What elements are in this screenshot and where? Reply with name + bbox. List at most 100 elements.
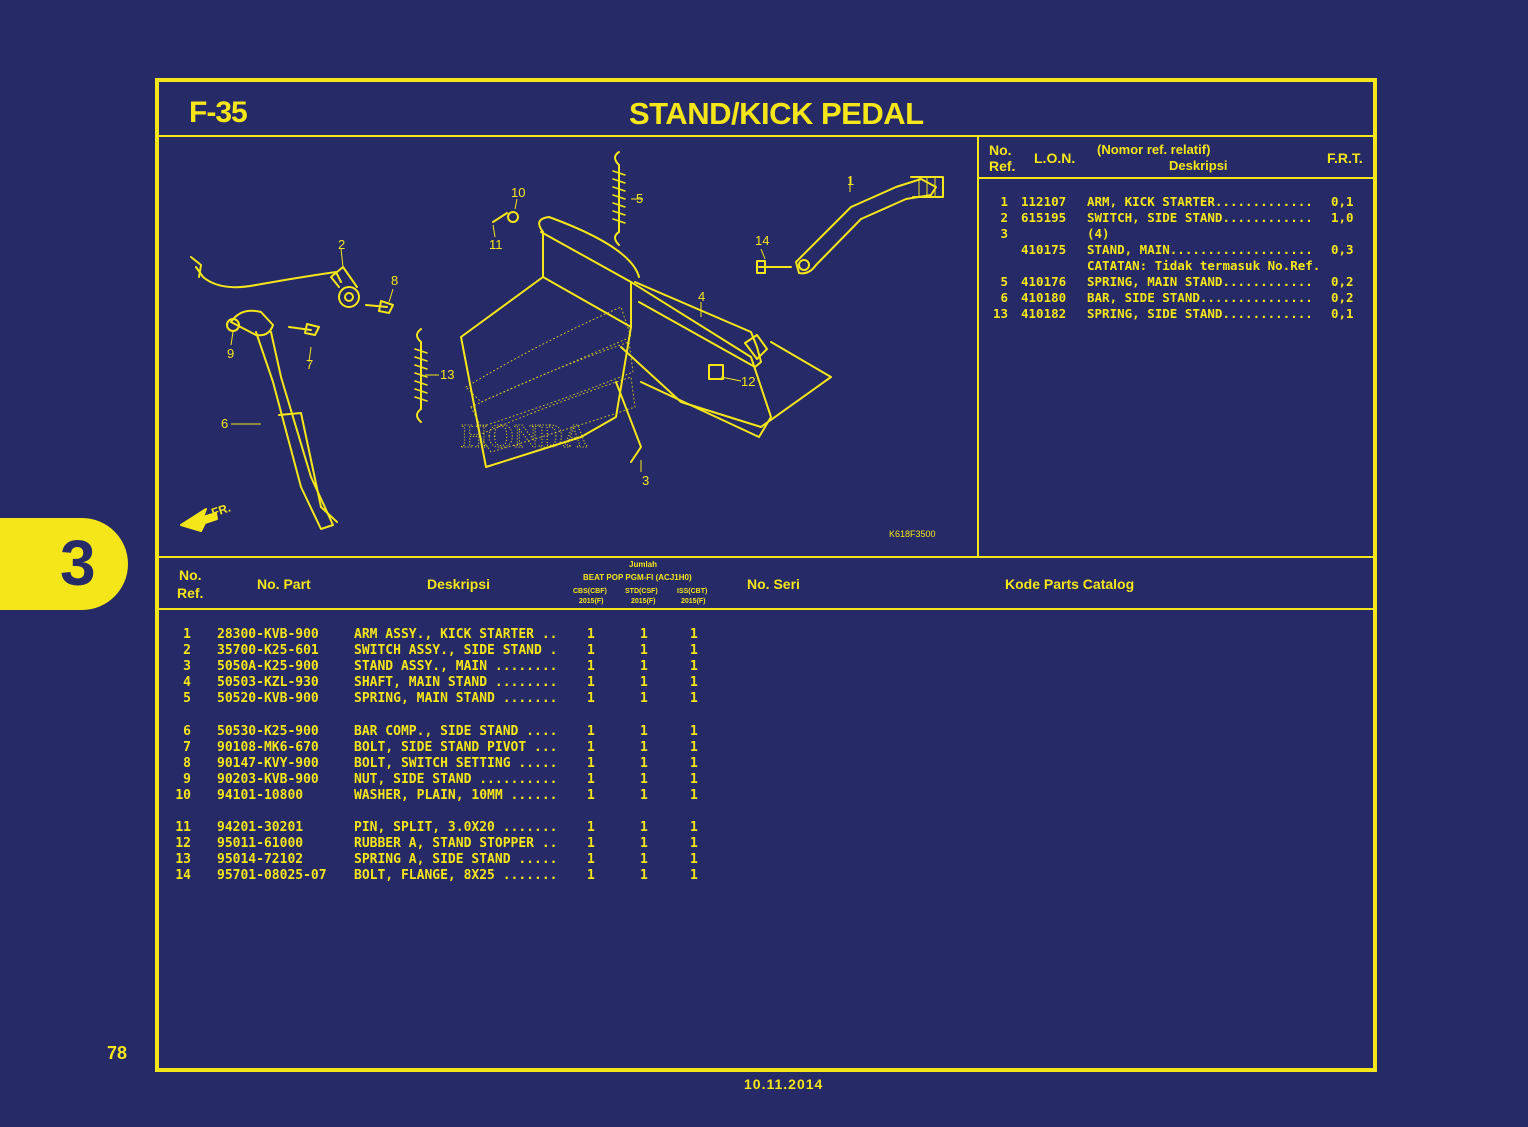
parts-deskripsi-header: Deskripsi xyxy=(427,576,491,592)
parts-row-qty-iss: 1 xyxy=(690,739,698,755)
divider xyxy=(159,135,1373,137)
kick-starter-arm xyxy=(795,178,937,275)
parts-row-desc: RUBBER A, STAND STOPPER .. xyxy=(354,836,558,852)
callout-9: 9 xyxy=(227,346,234,361)
ref-row-frt: 0,1 xyxy=(1331,306,1354,321)
parts-row-ref: 3 xyxy=(183,659,191,675)
frt-header: F.R.T. xyxy=(1327,150,1363,166)
parts-row-qty-iss: 1 xyxy=(690,643,698,659)
ref-row-desc: SPRING, SIDE STAND............ xyxy=(1087,306,1313,321)
callout-3: 3 xyxy=(642,473,649,488)
parts-row-part-number: 50520-KVB-900 xyxy=(217,691,319,707)
parts-row-part-number: 95701-08025-07 xyxy=(217,868,327,884)
parts-row-ref: 6 xyxy=(183,723,191,739)
model-header: BEAT POP PGM-FI (ACJ1H0) xyxy=(583,573,692,582)
parts-row-qty-cbs: 1 xyxy=(587,787,595,803)
parts-row-desc: STAND ASSY., MAIN ........ xyxy=(354,659,558,675)
deskripsi-header: Deskripsi xyxy=(1169,158,1228,173)
exploded-diagram: HONDA FR. K618F3500 1 2 3 4 5 6 7 8 9 10… xyxy=(180,151,944,539)
col-iss-b: 2015(F) xyxy=(681,598,706,605)
callout-4: 4 xyxy=(698,289,705,304)
col-std-b: 2015(F) xyxy=(631,598,656,605)
parts-row-ref: 7 xyxy=(183,739,191,755)
ref-ref-header: Ref. xyxy=(989,158,1016,174)
parts-row-desc: SPRING, MAIN STAND ....... xyxy=(354,691,558,707)
parts-row-qty-cbs: 1 xyxy=(587,771,595,787)
col-iss-a: ISS(CBT) xyxy=(677,588,708,595)
ref-row-ref: 5 xyxy=(1000,274,1008,289)
ref-row-desc: CATATAN: Tidak termasuk No.Ref. 12 xyxy=(1087,258,1327,273)
ref-no-header: No. xyxy=(989,142,1012,158)
ref-row-frt: 0,2 xyxy=(1331,274,1354,289)
ref-row-frt: 0,1 xyxy=(1331,194,1354,209)
ref-row-ref: 1 xyxy=(1000,194,1008,209)
split-pin xyxy=(492,212,508,223)
ref-row-desc: (4) xyxy=(1087,226,1110,241)
parts-row-desc: BOLT, FLANGE, 8X25 ....... xyxy=(354,868,558,884)
parts-row-qty-iss: 1 xyxy=(690,675,698,691)
callout-2: 2 xyxy=(338,237,345,252)
ref-row-ref: 2 xyxy=(1000,210,1008,225)
parts-row-desc: WASHER, PLAIN, 10MM ...... xyxy=(354,787,558,803)
parts-row-desc: NUT, SIDE STAND .......... xyxy=(354,771,558,787)
ref-row-frt: 0,2 xyxy=(1331,290,1354,305)
fr-arrow-icon xyxy=(180,508,218,532)
parts-row-qty-std: 1 xyxy=(640,723,648,739)
honda-wing-watermark xyxy=(465,306,636,453)
parts-row-desc: SPRING A, SIDE STAND ..... xyxy=(354,852,558,868)
ref-row-desc: STAND, MAIN................... xyxy=(1087,242,1313,257)
parts-row-qty-iss: 1 xyxy=(690,868,698,884)
parts-row-desc: BOLT, SWITCH SETTING ..... xyxy=(354,755,558,771)
seri-header: No. Seri xyxy=(747,576,800,592)
parts-row-ref: 4 xyxy=(183,675,191,691)
diagram-ref-code: K618F3500 xyxy=(889,529,936,539)
parts-row-qty-std: 1 xyxy=(640,643,648,659)
bolt-switch-setting xyxy=(365,300,394,314)
col-cbs-a: CBS(CBF) xyxy=(573,588,607,595)
ref-row-lon: 410180 xyxy=(1021,290,1067,305)
parts-row-desc: BAR COMP., SIDE STAND .... xyxy=(354,723,558,739)
callout-8: 8 xyxy=(391,273,398,288)
ref-row-desc: SWITCH, SIDE STAND............ xyxy=(1087,210,1313,225)
ref-row-lon: 410182 xyxy=(1021,306,1067,321)
rubber-stopper xyxy=(708,364,724,380)
callout-14: 14 xyxy=(755,233,769,248)
ref-row-lon: 410175 xyxy=(1021,242,1067,257)
parts-row-desc: PIN, SPLIT, 3.0X20 ....... xyxy=(354,820,558,835)
parts-row-ref: 1 xyxy=(183,627,191,642)
parts-row-part-number: 5050A-K25-900 xyxy=(217,659,319,675)
parts-row-qty-cbs: 1 xyxy=(587,675,595,691)
parts-row-qty-iss: 1 xyxy=(690,659,698,675)
lon-header: L.O.N. xyxy=(1034,150,1076,166)
ref-row-lon: 112107 xyxy=(1021,194,1067,209)
parts-row-qty-iss: 1 xyxy=(690,627,698,642)
callout-13: 13 xyxy=(440,367,454,382)
parts-row-qty-std: 1 xyxy=(640,739,648,755)
parts-row-ref: 8 xyxy=(183,755,191,771)
callout-1: 1 xyxy=(847,173,854,188)
parts-row-qty-std: 1 xyxy=(640,691,648,707)
parts-row-qty-std: 1 xyxy=(640,820,648,835)
side-stand-spring xyxy=(416,328,422,423)
parts-row-qty-cbs: 1 xyxy=(587,836,595,852)
parts-row-qty-cbs: 1 xyxy=(587,852,595,868)
parts-row-qty-std: 1 xyxy=(640,868,648,884)
catalog-frame: F-35 STAND/KICK PEDAL No. Ref. L.O.N. (N… xyxy=(155,78,1377,1072)
parts-row-qty-iss: 1 xyxy=(690,852,698,868)
divider xyxy=(159,608,1373,610)
side-stand-bar xyxy=(255,331,334,530)
ref-row-ref: 3 xyxy=(1000,226,1008,241)
parts-row-qty-std: 1 xyxy=(640,787,648,803)
parts-row-qty-cbs: 1 xyxy=(587,723,595,739)
page-number: 78 xyxy=(107,1043,128,1063)
parts-row-ref: 9 xyxy=(183,771,191,787)
parts-row-qty-iss: 1 xyxy=(690,771,698,787)
main-stand-spring xyxy=(614,151,620,246)
parts-row-qty-cbs: 1 xyxy=(587,691,595,707)
parts-row-qty-iss: 1 xyxy=(690,723,698,739)
bolt-flange xyxy=(756,260,792,274)
parts-row-qty-cbs: 1 xyxy=(587,739,595,755)
parts-row-part-number: 90108-MK6-670 xyxy=(217,739,319,755)
kode-header: Kode Parts Catalog xyxy=(1005,576,1135,592)
ref-row-frt: 0,3 xyxy=(1331,242,1354,257)
